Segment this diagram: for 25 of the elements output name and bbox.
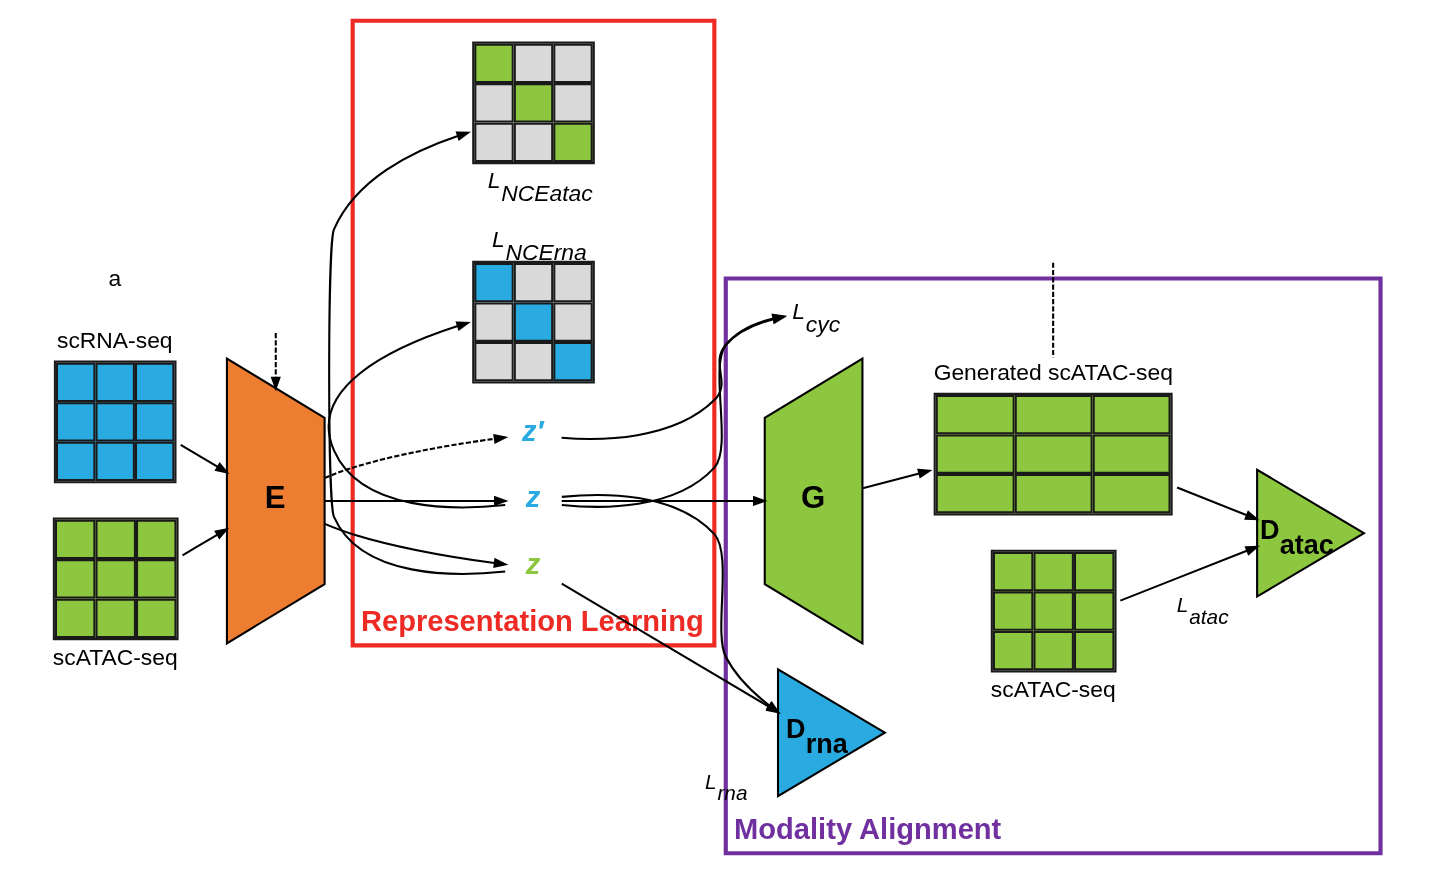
arrow bbox=[328, 321, 506, 509]
arrow bbox=[324, 433, 509, 479]
arrow bbox=[561, 493, 781, 714]
node-label: scATAC-seq bbox=[52, 643, 178, 670]
arrow bbox=[561, 582, 781, 714]
arrow bbox=[1176, 486, 1260, 521]
node-label: scRNA-seq bbox=[56, 326, 173, 353]
arrow bbox=[270, 333, 281, 392]
arrow bbox=[561, 495, 768, 506]
connector bbox=[1052, 262, 1055, 358]
node-box: G bbox=[763, 356, 864, 646]
node-label: scATAC-seq bbox=[990, 675, 1116, 702]
arrow bbox=[180, 443, 230, 474]
node-label: Generated scATAC-seq bbox=[933, 358, 1173, 385]
arrow bbox=[1119, 545, 1260, 602]
arrow bbox=[182, 527, 230, 557]
arrow bbox=[328, 131, 506, 575]
label: a bbox=[108, 265, 122, 292]
node-text: z bbox=[525, 547, 541, 580]
node-text: z′ bbox=[522, 414, 544, 447]
node-box: E bbox=[225, 356, 326, 646]
node-text: z bbox=[525, 481, 541, 514]
arrow bbox=[862, 468, 933, 490]
arrow bbox=[324, 495, 509, 506]
arrow bbox=[324, 522, 509, 568]
